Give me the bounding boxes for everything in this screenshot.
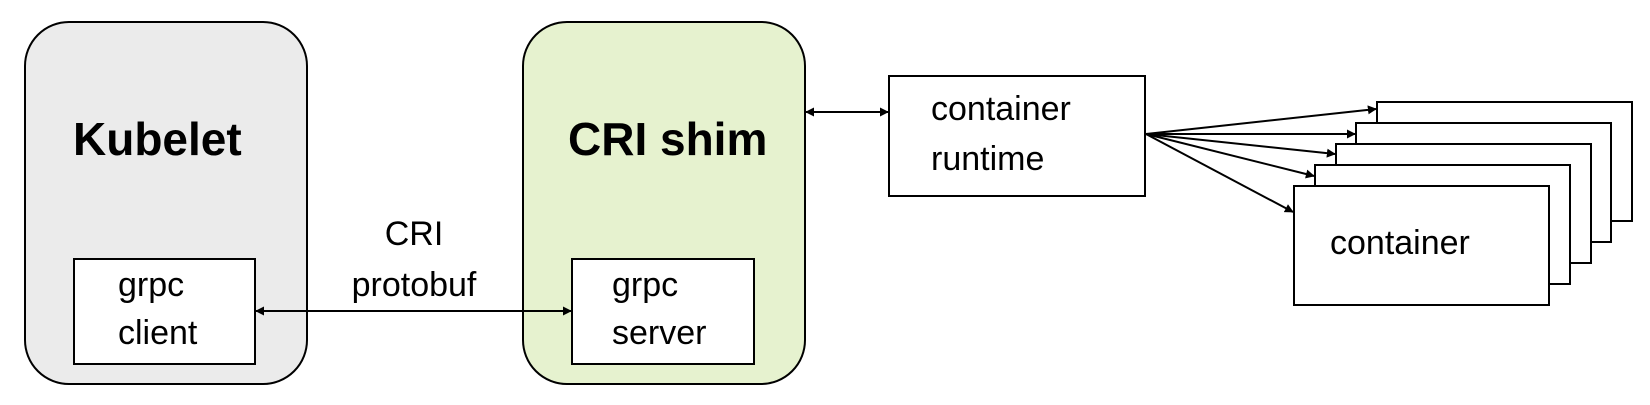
fanout-arrow-1 bbox=[1145, 105, 1377, 135]
grpc-client-box bbox=[73, 258, 256, 365]
container-runtime-box bbox=[888, 75, 1146, 197]
cri-link-label-line1: CRI bbox=[385, 215, 444, 253]
container-runtime-label-line2: runtime bbox=[931, 140, 1044, 178]
fanout-arrow-4 bbox=[1145, 133, 1315, 179]
container-stack: container bbox=[1293, 101, 1633, 306]
container-box-front bbox=[1293, 185, 1550, 306]
cri-link-label-line2: protobuf bbox=[352, 266, 477, 304]
fanout-arrow-5 bbox=[1145, 133, 1294, 213]
kubelet-title: Kubelet bbox=[73, 113, 242, 165]
grpc-server-label-line1: grpc bbox=[612, 266, 678, 304]
cri-shim-title: CRI shim bbox=[568, 113, 767, 165]
fanout-arrow-3 bbox=[1145, 133, 1336, 158]
grpc-server-label-line2: server bbox=[612, 314, 706, 352]
container-runtime-block: container runtime bbox=[888, 75, 1146, 197]
container-label: container bbox=[1330, 224, 1470, 262]
container-runtime-label-line1: container bbox=[931, 90, 1071, 128]
cri-shim-block: CRI shim grpc server bbox=[522, 21, 806, 385]
runtime-fanout-arrows bbox=[1145, 105, 1377, 213]
grpc-server-box bbox=[571, 258, 755, 365]
cri-protobuf-link: CRI protobuf bbox=[255, 215, 572, 316]
grpc-client-label-line1: grpc bbox=[118, 266, 184, 304]
grpc-client-label-line2: client bbox=[118, 314, 198, 352]
kubelet-block: Kubelet grpc client bbox=[24, 21, 308, 385]
